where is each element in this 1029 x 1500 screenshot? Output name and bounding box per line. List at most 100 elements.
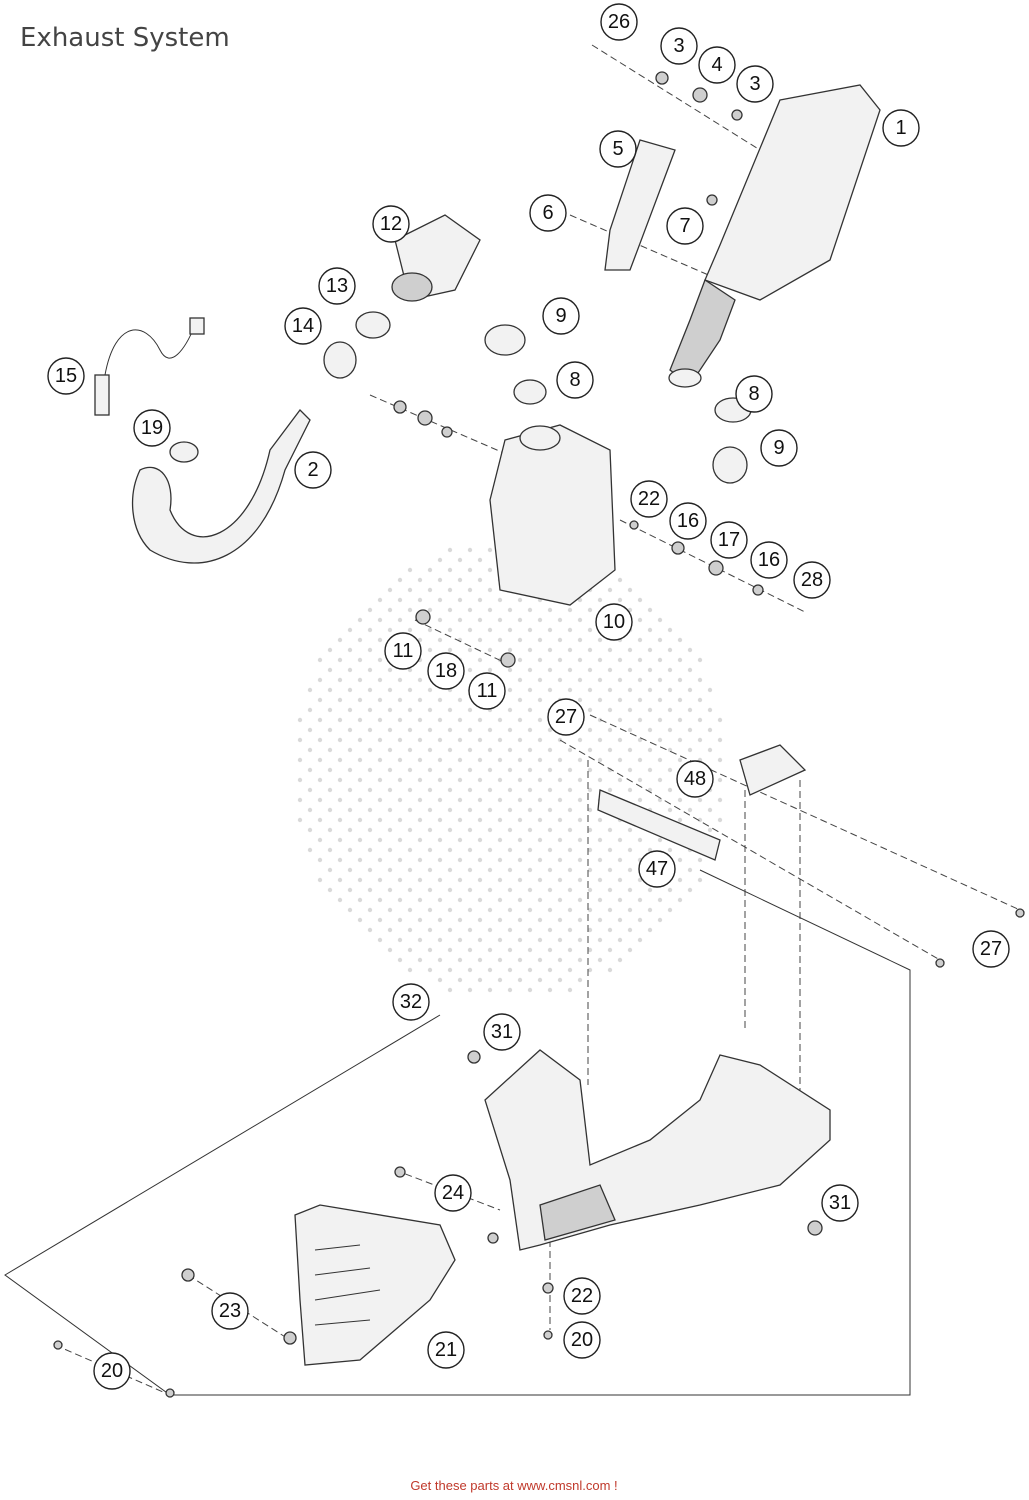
callout-number: 27 (980, 938, 1002, 960)
callout-number: 26 (608, 11, 630, 33)
callout-16: 16 (750, 541, 788, 579)
callout-number: 24 (442, 1182, 464, 1204)
callout-number: 31 (829, 1192, 851, 1214)
callout-number: 1 (895, 117, 906, 139)
callout-circle (660, 27, 698, 65)
callout-number: 5 (612, 138, 623, 160)
callout-circle (600, 3, 638, 41)
callout-circle (793, 561, 831, 599)
callout-circle (821, 1184, 859, 1222)
callout-circle (392, 983, 430, 1021)
lambda-sensor-part (94, 317, 205, 416)
clamp-14-part (323, 341, 357, 379)
callout-4: 4 (698, 46, 736, 84)
callout-number: 18 (435, 660, 457, 682)
callout-number: 17 (718, 529, 740, 551)
callout-layer: 2634315671213914815819922216171628101118… (47, 3, 1010, 1390)
callout-number: 16 (758, 549, 780, 571)
callout-3: 3 (736, 65, 774, 103)
callout-3: 3 (660, 27, 698, 65)
footer-link[interactable]: Get these parts at www.cmsnl.com ! (410, 1478, 617, 1493)
callout-circle (630, 480, 668, 518)
callout-circle (735, 375, 773, 413)
callout-number: 11 (393, 640, 414, 662)
callout-circle (599, 130, 637, 168)
callout-number: 32 (400, 991, 422, 1013)
callout-1: 1 (882, 109, 920, 147)
callout-circle (698, 46, 736, 84)
callout-circle (882, 109, 920, 147)
callout-circle (427, 652, 465, 690)
callout-circle (666, 207, 704, 245)
callout-number: 20 (571, 1329, 593, 1351)
callout-circle (542, 297, 580, 335)
clamp-9-lower-part (712, 446, 748, 484)
watermark-logo (297, 547, 723, 993)
callout-6: 6 (529, 194, 567, 232)
callout-number: 47 (646, 858, 668, 880)
clamp-9-upper-part (484, 324, 526, 356)
callout-circle (529, 194, 567, 232)
callout-number: 28 (801, 569, 823, 591)
callout-21: 21 (427, 1331, 465, 1369)
callout-number: 7 (679, 215, 690, 237)
callout-24: 24 (434, 1174, 472, 1212)
page-title: Exhaust System (20, 23, 230, 53)
callout-circle (47, 357, 85, 395)
side-guard-part (294, 1204, 456, 1366)
callout-15: 15 (47, 357, 85, 395)
callout-26: 26 (600, 3, 638, 41)
callout-number: 31 (491, 1021, 513, 1043)
callout-22: 22 (563, 1277, 601, 1315)
callout-number: 19 (141, 417, 163, 439)
callout-2: 2 (294, 451, 332, 489)
callout-circle (676, 760, 714, 798)
callout-circle (563, 1321, 601, 1359)
callout-27: 27 (972, 930, 1010, 968)
callout-number: 9 (555, 305, 566, 327)
callout-14: 14 (284, 307, 322, 345)
callout-circle (638, 850, 676, 888)
callout-27: 27 (547, 698, 585, 736)
callout-number: 2 (307, 459, 318, 481)
callout-circle (547, 698, 585, 736)
gasket-19-part (169, 441, 199, 463)
gasket-13-part (355, 311, 391, 339)
callout-circle (710, 521, 748, 559)
callout-circle (294, 451, 332, 489)
callout-10: 10 (595, 603, 633, 641)
heat-shield-part (604, 139, 676, 271)
muffler-part (668, 84, 881, 388)
callout-number: 12 (380, 213, 402, 235)
callout-number: 3 (749, 73, 760, 95)
callout-circle (318, 267, 356, 305)
callout-13: 13 (318, 267, 356, 305)
callout-circle (736, 65, 774, 103)
callout-number: 10 (603, 611, 625, 633)
callout-circle (556, 361, 594, 399)
fasteners (53, 71, 1025, 1398)
callout-number: 3 (673, 35, 684, 57)
callout-circle (483, 1013, 521, 1051)
callout-circle (468, 672, 506, 710)
callout-number: 9 (773, 437, 784, 459)
callout-circle (563, 1277, 601, 1315)
callout-31: 31 (483, 1013, 521, 1051)
bracket-47-part (597, 789, 721, 861)
callout-circle (284, 307, 322, 345)
callout-8: 8 (735, 375, 773, 413)
callout-number: 27 (555, 706, 577, 728)
callout-circle (427, 1331, 465, 1369)
callout-11: 11 (468, 672, 506, 710)
callout-19: 19 (133, 409, 171, 447)
callout-7: 7 (666, 207, 704, 245)
callout-circle (669, 502, 707, 540)
callout-18: 18 (427, 652, 465, 690)
callout-number: 8 (569, 369, 580, 391)
header-pipe-part (131, 409, 311, 564)
gasket-8-upper-part (513, 379, 547, 405)
bracket-48-part (739, 744, 807, 796)
callout-9: 9 (542, 297, 580, 335)
callout-circle (972, 930, 1010, 968)
